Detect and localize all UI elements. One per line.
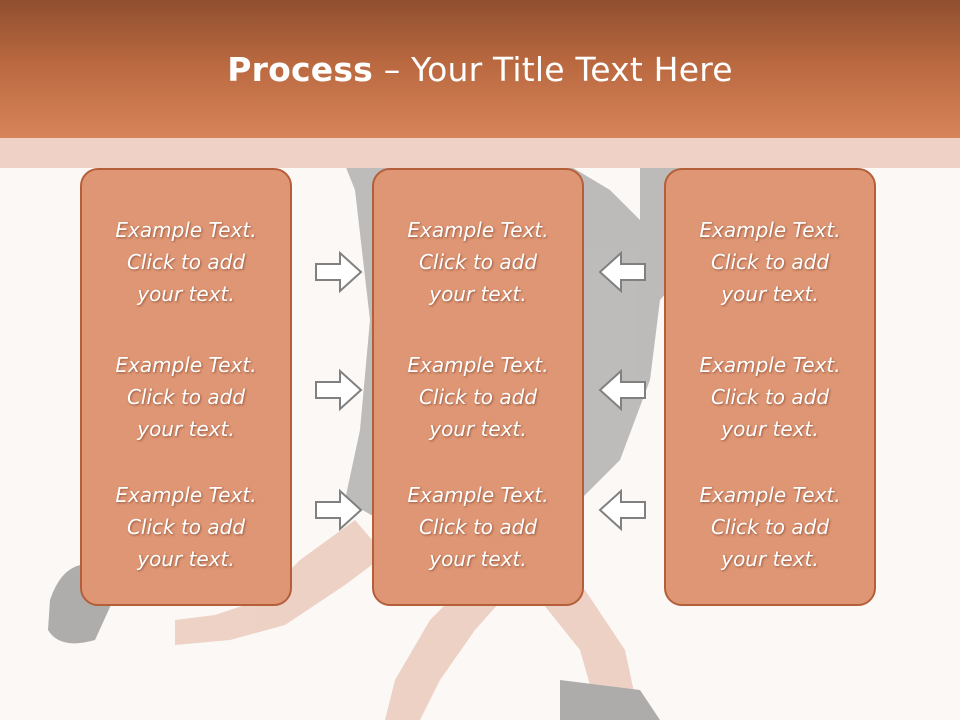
text-placeholder[interactable]: Example Text. Click to add your text. — [374, 349, 582, 445]
process-box-right[interactable]: Example Text. Click to add your text. Ex… — [664, 168, 876, 606]
text-placeholder[interactable]: Example Text. Click to add your text. — [666, 214, 874, 310]
right-arrow-icon — [315, 250, 363, 294]
text-line: Example Text. — [115, 353, 257, 377]
text-line: your text. — [429, 282, 527, 306]
process-box-left[interactable]: Example Text. Click to add your text. Ex… — [80, 168, 292, 606]
process-box-center[interactable]: Example Text. Click to add your text. Ex… — [372, 168, 584, 606]
text-line: Click to add — [418, 385, 538, 409]
text-placeholder[interactable]: Example Text. Click to add your text. — [82, 214, 290, 310]
title-bar — [0, 0, 960, 138]
text-line: your text. — [721, 282, 819, 306]
text-line: Example Text. — [115, 483, 257, 507]
text-line: Click to add — [710, 250, 830, 274]
text-line: Example Text. — [407, 218, 549, 242]
text-placeholder[interactable]: Example Text. Click to add your text. — [82, 349, 290, 445]
text-line: Example Text. — [407, 483, 549, 507]
title-rest: – Your Title Text Here — [373, 50, 733, 89]
slide-title[interactable]: Process – Your Title Text Here — [0, 50, 960, 89]
text-line: your text. — [429, 417, 527, 441]
text-placeholder[interactable]: Example Text. Click to add your text. — [82, 479, 290, 575]
right-arrow-icon — [315, 488, 363, 532]
text-line: Example Text. — [407, 353, 549, 377]
text-line: Click to add — [126, 385, 246, 409]
text-line: Example Text. — [699, 353, 841, 377]
text-placeholder[interactable]: Example Text. Click to add your text. — [666, 349, 874, 445]
text-line: Click to add — [126, 250, 246, 274]
text-line: Example Text. — [699, 483, 841, 507]
right-arrow-icon — [315, 368, 363, 412]
text-placeholder[interactable]: Example Text. Click to add your text. — [374, 214, 582, 310]
text-line: Example Text. — [699, 218, 841, 242]
text-line: Click to add — [418, 515, 538, 539]
left-arrow-icon — [598, 368, 646, 412]
left-arrow-icon — [598, 488, 646, 532]
left-arrow-icon — [598, 250, 646, 294]
text-line: your text. — [137, 282, 235, 306]
text-line: your text. — [721, 547, 819, 571]
text-placeholder[interactable]: Example Text. Click to add your text. — [374, 479, 582, 575]
text-line: your text. — [137, 417, 235, 441]
text-line: your text. — [721, 417, 819, 441]
text-line: Click to add — [710, 385, 830, 409]
text-line: your text. — [137, 547, 235, 571]
text-line: your text. — [429, 547, 527, 571]
title-bold: Process — [227, 50, 374, 89]
text-placeholder[interactable]: Example Text. Click to add your text. — [666, 479, 874, 575]
text-line: Click to add — [126, 515, 246, 539]
title-underline-strip — [0, 138, 960, 168]
text-line: Example Text. — [115, 218, 257, 242]
text-line: Click to add — [710, 515, 830, 539]
text-line: Click to add — [418, 250, 538, 274]
